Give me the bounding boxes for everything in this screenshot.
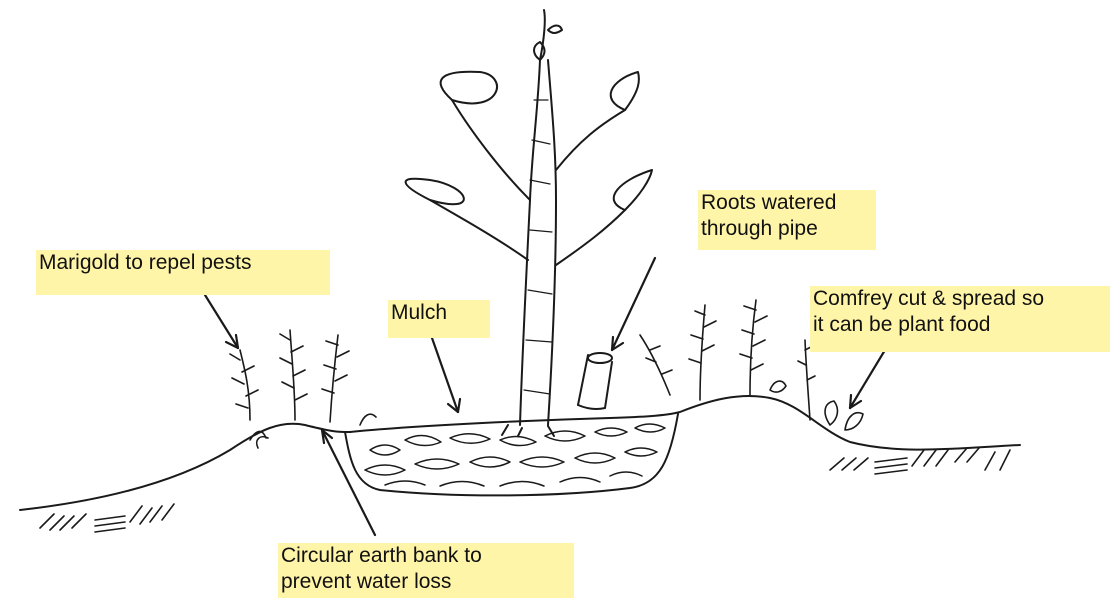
label-earth-bank: Circular earth bank to prevent water los… [278,543,574,598]
arrow-mulch [432,338,458,412]
arrow-comfrey [850,350,885,408]
grass-hatching-right [830,448,1010,474]
label-marigold: Marigold to repel pests [36,250,330,295]
marigold-plants [230,330,376,448]
tree-leaves [406,26,652,211]
arrow-pipe [612,258,655,350]
arrow-marigold [205,295,238,348]
tree [430,10,625,436]
watering-pipe [578,353,612,409]
arrows [205,258,885,535]
grass-hatching-left [40,504,174,532]
mulch-stones [365,424,665,486]
label-comfrey: Comfrey cut & spread so it can be plant … [810,286,1110,352]
label-mulch: Mulch [388,300,490,338]
label-roots-watered: Roots watered through pipe [698,190,876,250]
